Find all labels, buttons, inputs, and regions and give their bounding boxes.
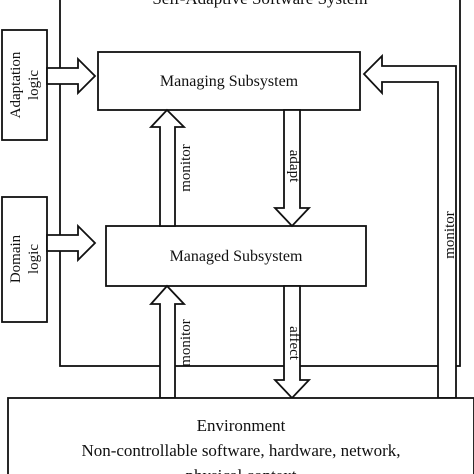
domain-logic-label-line1: Domain	[8, 234, 24, 283]
environment-box	[7, 397, 474, 474]
managed-subsystem-box	[105, 225, 367, 287]
affect-arrow	[272, 285, 312, 400]
domain-logic-label-line2: logic	[26, 244, 42, 274]
monitor-lower-label: monitor	[178, 319, 194, 367]
adaptation-logic-label-line2: logic	[26, 70, 42, 100]
monitor-upper-arrow	[148, 108, 187, 227]
affect-label: affect	[286, 326, 302, 361]
adaptation-logic-label-line1: Adaptation	[8, 51, 24, 118]
environment-title: Environment	[197, 416, 286, 435]
system-title: Self-Adaptive Software System	[152, 0, 367, 8]
managing-subsystem-box	[97, 51, 361, 111]
adaptation-logic-arrow	[46, 56, 97, 96]
monitor-lower-arrow	[148, 284, 187, 399]
adaptation-logic-box	[1, 29, 48, 141]
adapt-arrow	[272, 109, 312, 228]
monitor-right-label: monitor	[442, 211, 458, 259]
adapt-label: adapt	[286, 150, 302, 183]
domain-logic-box	[1, 196, 48, 323]
domain-logic-arrow	[46, 223, 97, 263]
monitor-right-arrow	[362, 53, 457, 399]
monitor-upper-label: monitor	[178, 144, 194, 192]
managed-subsystem-label: Managed Subsystem	[170, 248, 303, 265]
environment-line2: Non-controllable software, hardware, net…	[81, 441, 400, 460]
environment-line3: physical context	[186, 466, 297, 474]
managing-subsystem-label: Managing Subsystem	[160, 73, 299, 90]
